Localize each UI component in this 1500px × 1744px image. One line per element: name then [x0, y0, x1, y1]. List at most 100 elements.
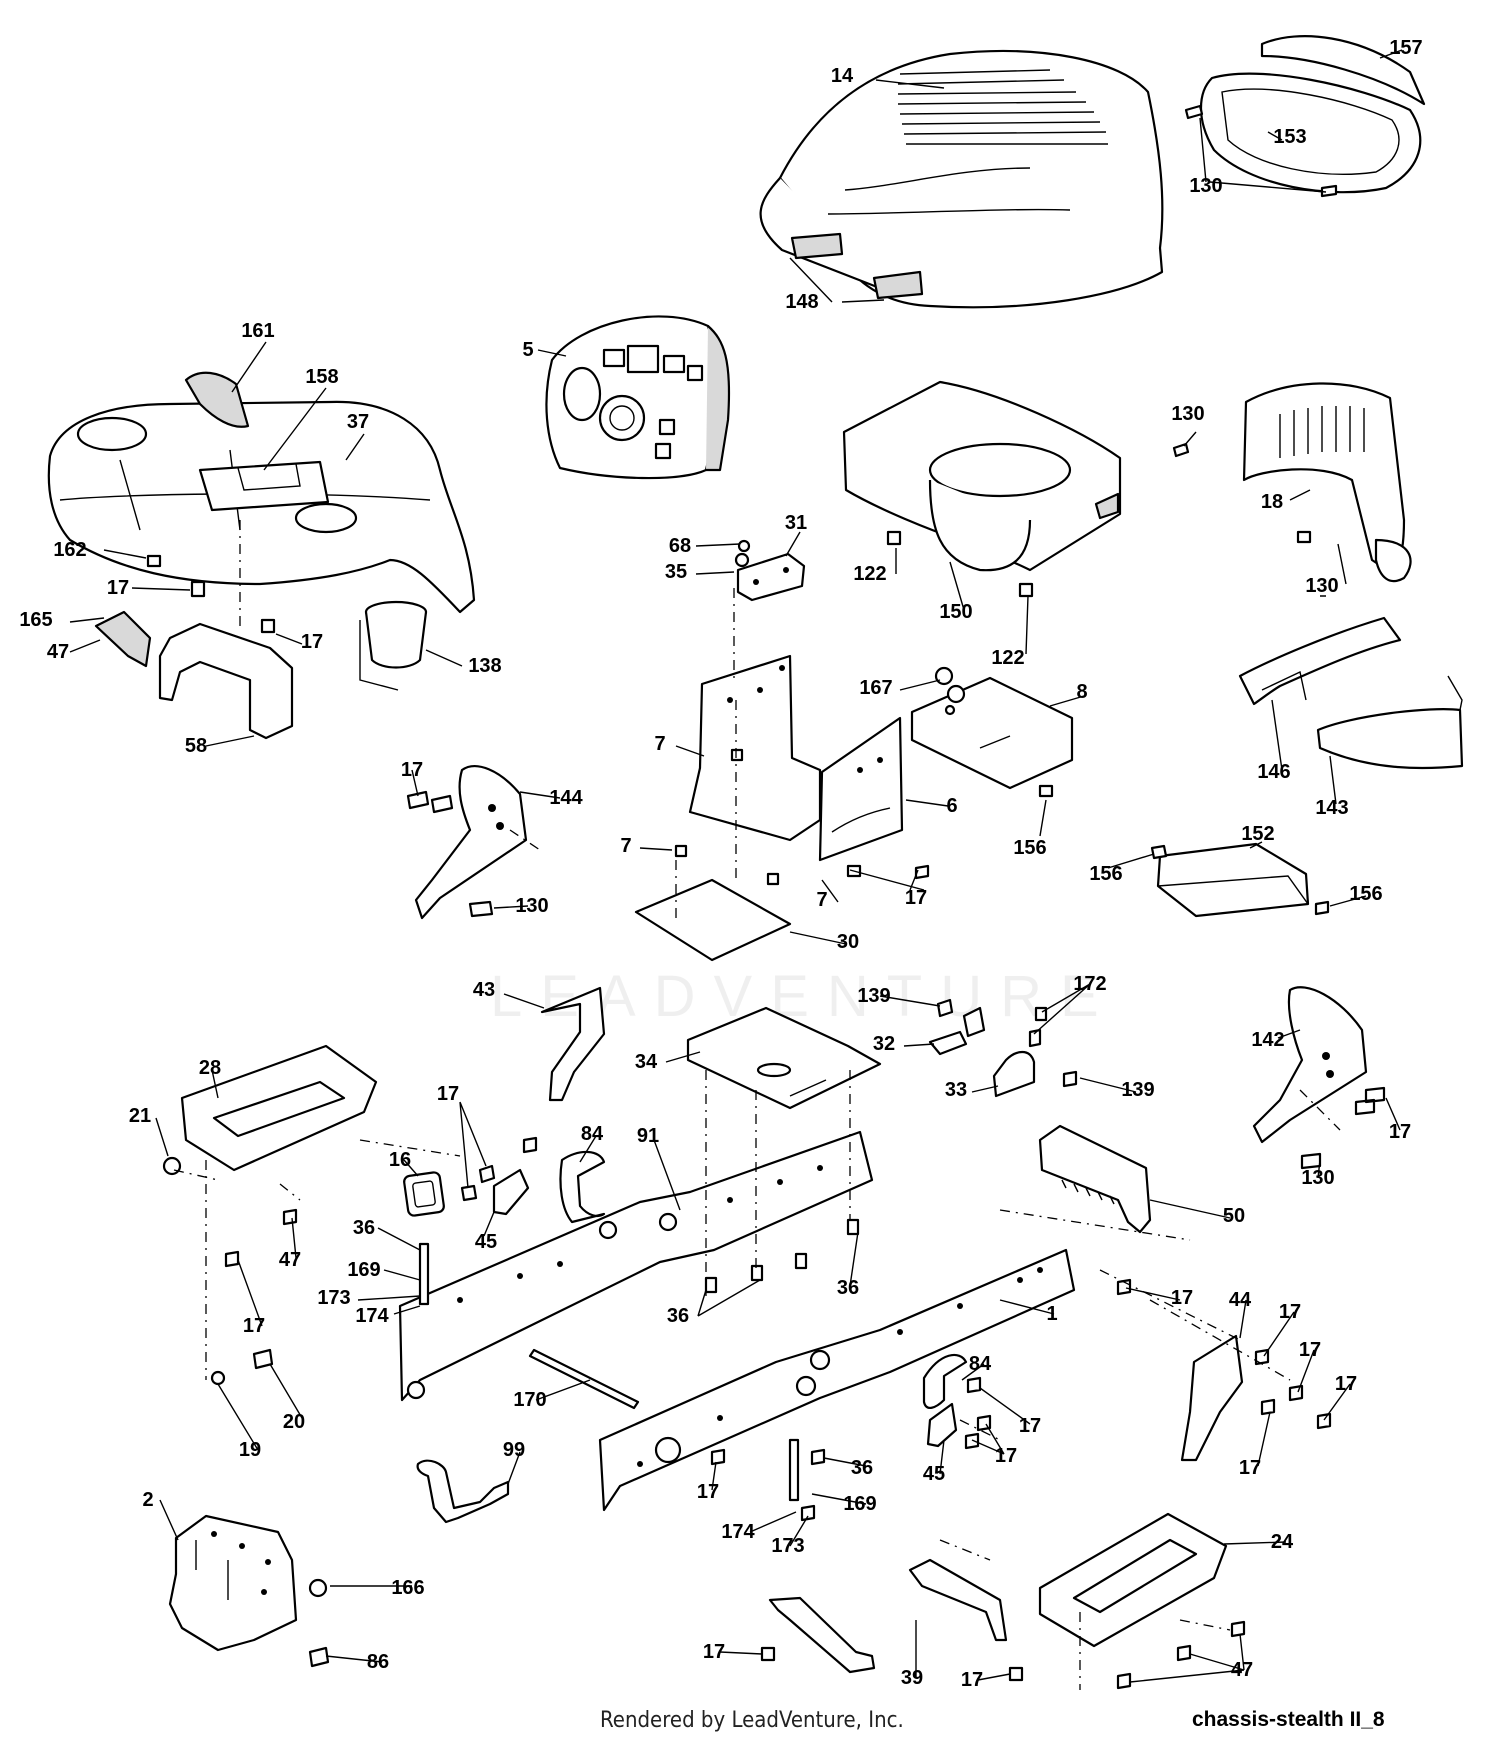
callout-174: 174: [355, 1305, 389, 1327]
callout-146: 146: [1257, 761, 1290, 783]
callout-130: 130: [1189, 175, 1222, 197]
callout-28: 28: [199, 1057, 221, 1079]
callout-17: 17: [1019, 1415, 1041, 1437]
bracket-44-part: [1180, 1334, 1244, 1462]
callout-17: 17: [1389, 1121, 1411, 1143]
callout-17: 17: [961, 1669, 983, 1691]
plate-8-part: [910, 676, 1074, 790]
rod-170-part: [528, 1348, 640, 1410]
callout-174: 174: [721, 1521, 755, 1543]
callout-36: 36: [837, 1277, 859, 1299]
deck-bracket-2-part: [168, 1514, 298, 1652]
assembly-lines: [173, 520, 1341, 1690]
hood-part: [759, 49, 1164, 309]
callout-166: 166: [391, 1577, 424, 1599]
callout-35: 35: [665, 561, 687, 583]
bracket-84-upper-part: [559, 1150, 606, 1224]
callout-17: 17: [301, 631, 323, 653]
footrest-28-part: [180, 1044, 378, 1172]
callout-19: 19: [239, 1439, 261, 1461]
callout-17: 17: [995, 1445, 1017, 1467]
callout-139: 139: [857, 985, 890, 1007]
leader-lines: [69, 49, 1403, 1683]
bracket-31-part: [734, 539, 806, 602]
grommet-16-part: [403, 1171, 445, 1217]
panel-152-part: [1156, 842, 1310, 918]
rod-169-lower-part: [788, 1438, 800, 1502]
callout-58: 58: [185, 735, 207, 757]
callout-68: 68: [669, 535, 691, 557]
bracket-58-part: [94, 610, 294, 740]
fastener-screws: [146, 104, 1386, 1690]
callout-20: 20: [283, 1411, 305, 1433]
callout-17: 17: [905, 887, 927, 909]
callout-7: 7: [654, 733, 665, 755]
callout-17: 17: [1299, 1339, 1321, 1361]
callout-130: 130: [1305, 575, 1338, 597]
callout-122: 122: [853, 563, 886, 585]
callout-33: 33: [945, 1079, 967, 1101]
dash-panel-part: [545, 315, 731, 480]
seat-bracket-6-part: [688, 654, 904, 862]
callout-16: 16: [389, 1149, 411, 1171]
callout-130: 130: [1171, 403, 1204, 425]
callout-36: 36: [667, 1305, 689, 1327]
callout-91: 91: [637, 1125, 659, 1147]
callout-30: 30: [837, 931, 859, 953]
callout-2: 2: [142, 1489, 153, 1511]
plate-34-part: [686, 1006, 882, 1110]
bracket-45-upper-part: [492, 1168, 530, 1216]
callout-139: 139: [1121, 1079, 1154, 1101]
callout-44: 44: [1229, 1289, 1252, 1311]
bracket-33-part: [992, 1050, 1036, 1098]
callout-17: 17: [401, 759, 423, 781]
seat-pan-part: [842, 380, 1122, 572]
callout-161: 161: [241, 320, 274, 342]
callout-148: 148: [785, 291, 818, 313]
callout-47: 47: [47, 641, 69, 663]
callout-45: 45: [475, 1231, 497, 1253]
callout-17: 17: [697, 1481, 719, 1503]
callout-84: 84: [581, 1123, 604, 1145]
side-panel-143-part: [1316, 675, 1464, 770]
callout-144: 144: [549, 787, 583, 809]
callout-162: 162: [53, 539, 86, 561]
callout-36: 36: [353, 1217, 375, 1239]
callout-153: 153: [1273, 126, 1306, 148]
callout-17: 17: [1279, 1301, 1301, 1323]
callout-24: 24: [1271, 1531, 1294, 1553]
bracket-39-part: [768, 1558, 1008, 1674]
callout-170: 170: [513, 1389, 546, 1411]
callout-5: 5: [522, 339, 533, 361]
callout-32: 32: [873, 1033, 895, 1055]
callout-17: 17: [1335, 1373, 1357, 1395]
callout-169: 169: [843, 1493, 876, 1515]
lever-99-part: [416, 1459, 510, 1524]
callout-50: 50: [1223, 1205, 1245, 1227]
callout-7: 7: [816, 889, 827, 911]
callout-8: 8: [1076, 681, 1087, 703]
callout-156: 156: [1349, 883, 1382, 905]
callout-labels: 1415715313014816115837513018130162171654…: [19, 37, 1422, 1691]
callout-150: 150: [939, 601, 972, 623]
callout-14: 14: [831, 65, 854, 87]
callout-39: 39: [901, 1667, 923, 1689]
rod-169-upper-part: [418, 1242, 430, 1306]
rendered-by-credit: Rendered by LeadVenture, Inc.: [600, 1708, 904, 1733]
callout-169: 169: [347, 1259, 380, 1281]
frame-left-91-part: [398, 1130, 874, 1402]
callout-86: 86: [367, 1651, 389, 1673]
callout-173: 173: [771, 1535, 804, 1557]
callout-165: 165: [19, 609, 52, 631]
cup-holder-part: [359, 600, 428, 691]
callout-17: 17: [437, 1083, 459, 1105]
bracket-50-part: [1038, 1124, 1152, 1234]
callout-34: 34: [635, 1051, 658, 1073]
bracket-45-lower-part: [926, 1402, 958, 1448]
callout-37: 37: [347, 411, 369, 433]
callout-47: 47: [1231, 1659, 1253, 1681]
callout-156: 156: [1013, 837, 1046, 859]
callout-172: 172: [1073, 973, 1106, 995]
bracket-32-part: [928, 1006, 986, 1056]
plate-30-part: [634, 878, 792, 962]
